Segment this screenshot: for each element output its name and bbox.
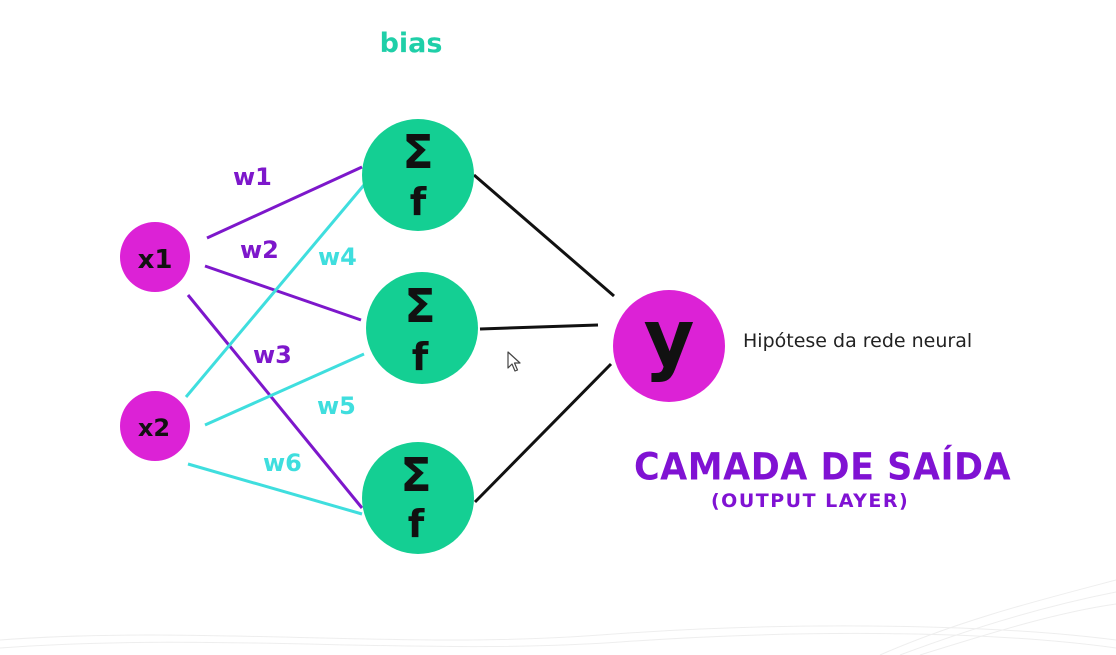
sum-symbol: Σ bbox=[402, 125, 433, 179]
weight-label-w3: w3 bbox=[253, 341, 292, 369]
connection-w3 bbox=[186, 294, 364, 509]
connection-w1 bbox=[206, 165, 363, 240]
weight-label-w5: w5 bbox=[317, 392, 356, 420]
hidden-node-2: Σ f bbox=[366, 272, 478, 384]
input-label-x2: x2 bbox=[138, 414, 170, 442]
connection-h1-y bbox=[473, 173, 615, 298]
connection-w2 bbox=[204, 264, 362, 322]
layer-title: CAMADA DE SAÍDA bbox=[634, 446, 1012, 490]
activation-symbol: f bbox=[412, 335, 429, 379]
weight-label-w1: w1 bbox=[233, 163, 272, 191]
weight-connections bbox=[184, 165, 366, 516]
weight-label-w2: w2 bbox=[240, 236, 279, 264]
connection-h2-y bbox=[479, 323, 599, 331]
activation-symbol: f bbox=[410, 180, 427, 224]
layer-subtitle: (OUTPUT LAYER) bbox=[711, 490, 910, 512]
output-node-y: y bbox=[613, 290, 725, 402]
hidden-node-1: Σ f bbox=[362, 119, 474, 231]
input-node-x2: x2 bbox=[120, 391, 190, 461]
connection-h3-y bbox=[473, 362, 613, 504]
output-connections bbox=[473, 173, 615, 504]
input-node-x1: x1 bbox=[120, 222, 190, 292]
input-label-x1: x1 bbox=[138, 245, 173, 275]
hidden-node-3: Σ f bbox=[362, 442, 474, 554]
sum-symbol: Σ bbox=[400, 448, 431, 502]
connection-w4 bbox=[184, 184, 366, 398]
weight-label-w6: w6 bbox=[263, 449, 302, 477]
sum-symbol: Σ bbox=[404, 279, 435, 333]
weight-label-w4: w4 bbox=[318, 243, 357, 271]
output-label: y bbox=[644, 294, 695, 384]
mouse-cursor-icon bbox=[507, 351, 521, 372]
connection-w5 bbox=[204, 352, 365, 427]
bias-label: bias bbox=[380, 28, 443, 59]
decorative-waves bbox=[0, 579, 1116, 655]
hypothesis-label: Hipótese da rede neural bbox=[743, 330, 973, 352]
weight-labels: w1 w2 w3 w4 w5 w6 bbox=[233, 163, 357, 477]
connection-w6 bbox=[187, 462, 363, 516]
activation-symbol: f bbox=[408, 502, 425, 546]
